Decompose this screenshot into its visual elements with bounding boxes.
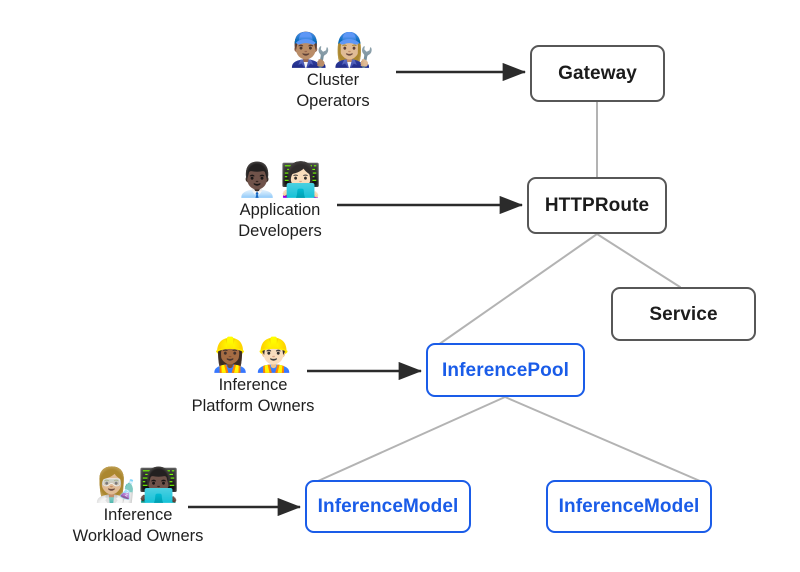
persona-label-cluster-operators: Cluster Operators xyxy=(296,70,370,110)
node-label-gateway: Gateway xyxy=(558,63,637,84)
node-gateway[interactable]: Gateway xyxy=(530,45,665,102)
node-label-httproute: HTTPRoute xyxy=(544,195,650,216)
persona-avatar-cluster-operators: 👨🏽‍🔧👩🏼‍🔧 xyxy=(289,31,377,68)
edge-inferencepool-to-inferencemodel2 xyxy=(504,396,701,482)
persona-cluster-operators: 👨🏽‍🔧👩🏼‍🔧Cluster Operators xyxy=(283,32,383,112)
arrow-edge-group xyxy=(188,62,527,517)
edge-httproute-to-service xyxy=(596,233,681,288)
node-inferencepool[interactable]: InferencePool xyxy=(426,343,585,397)
node-service[interactable]: Service xyxy=(611,287,756,341)
persona-label-inference-workload-owners: Inference Workload Owners xyxy=(72,505,204,545)
node-label-service: Service xyxy=(649,303,718,325)
node-label-inferencemodel1: InferenceModel xyxy=(317,496,459,517)
edge-httproute-to-inferencepool xyxy=(437,233,598,346)
node-label-inferencepool: InferencePool xyxy=(442,359,569,381)
persona-inference-workload-owners: 👩🏼‍🔬👨🏿‍💻Inference Workload Owners xyxy=(58,467,218,547)
node-httproute[interactable]: HTTPRoute xyxy=(527,177,667,234)
persona-avatar-inference-workload-owners: 👩🏼‍🔬👨🏿‍💻 xyxy=(94,466,182,503)
node-inferencemodel2[interactable]: InferenceModel xyxy=(546,480,712,533)
persona-label-application-developers: Application Developers xyxy=(238,200,322,240)
node-label-inferencemodel2: InferenceModel xyxy=(558,496,700,517)
edge-inferencepool-to-inferencemodel1 xyxy=(317,396,506,482)
node-inferencemodel1[interactable]: InferenceModel xyxy=(305,480,471,533)
persona-avatar-application-developers: 👨🏿‍💼👩🏻‍💻 xyxy=(236,161,324,198)
persona-avatar-inference-platform-owners: 👷🏾‍♀️👷🏻‍♂️ xyxy=(209,336,297,373)
persona-application-developers: 👨🏿‍💼👩🏻‍💻Application Developers xyxy=(220,162,340,242)
persona-label-inference-platform-owners: Inference Platform Owners xyxy=(191,375,315,415)
persona-inference-platform-owners: 👷🏾‍♀️👷🏻‍♂️Inference Platform Owners xyxy=(178,337,328,417)
